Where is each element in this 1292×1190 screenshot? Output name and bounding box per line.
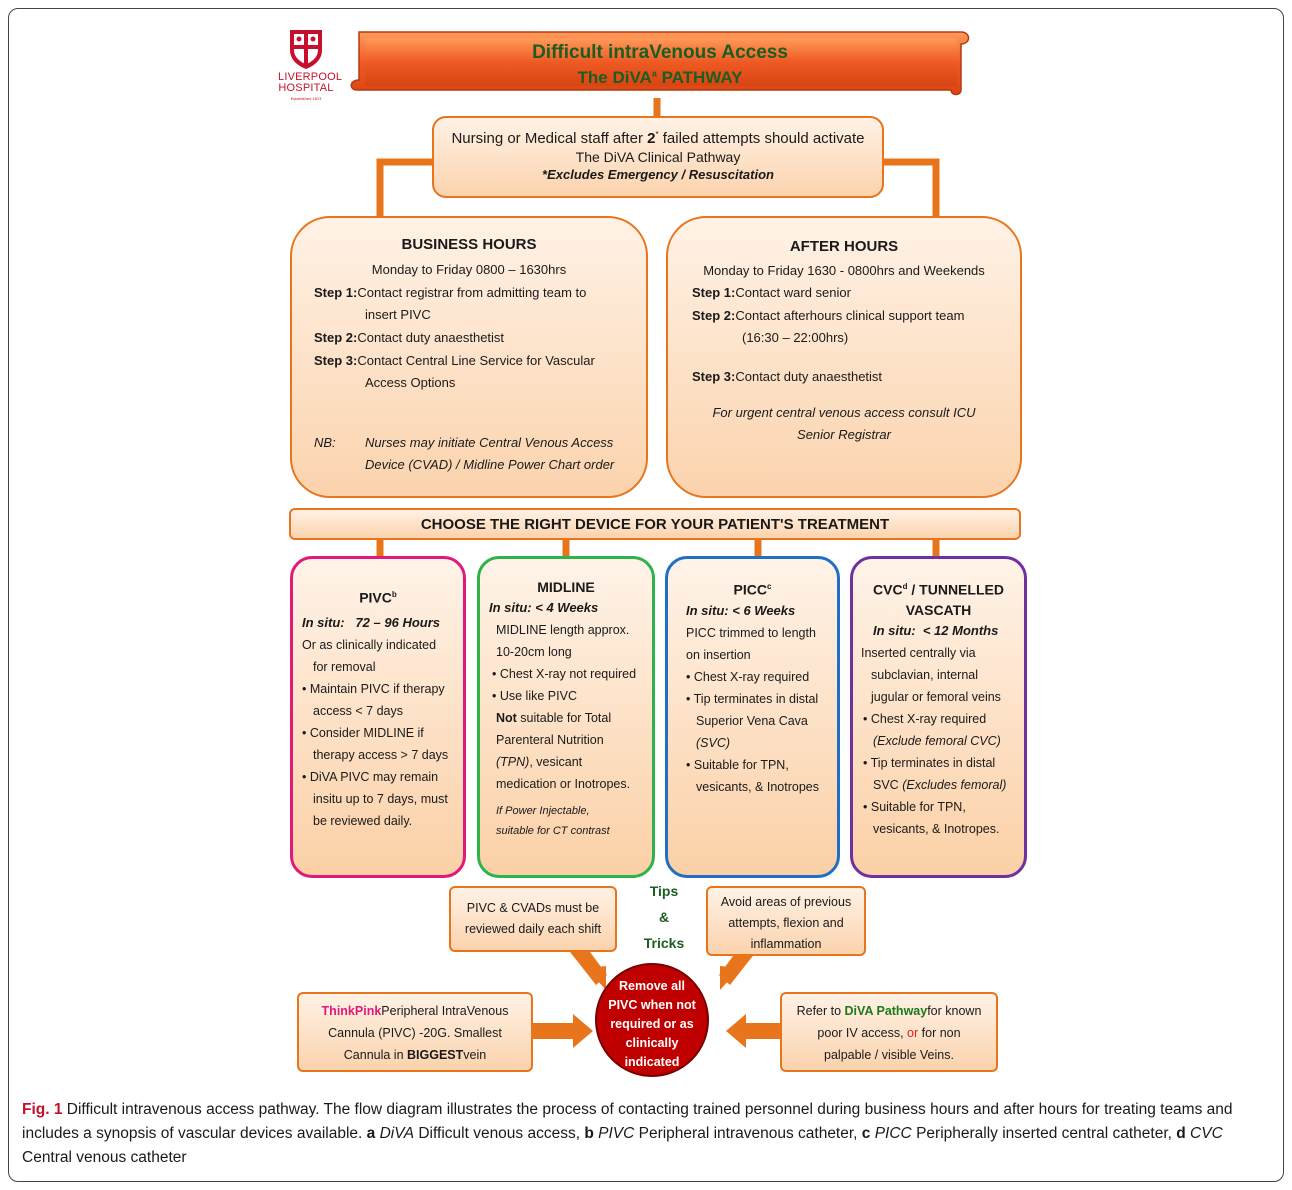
pivc-line: access < 7 days (313, 703, 403, 718)
after-hours-box: AFTER HOURS Monday to Friday 1630 - 0800… (666, 216, 1022, 498)
device-midline-box: MIDLINE In situ: < 4 Weeks MIDLINE lengt… (477, 556, 655, 878)
cvc-line: jugular or femoral veins (871, 689, 1001, 704)
picc-line: vesicants, & Inotropes (696, 779, 819, 794)
figure-caption: Fig. 1 Difficult intravenous access path… (22, 1101, 1233, 1166)
cvc-line: SVC (Excludes femoral) (873, 777, 1007, 792)
device-picc-insitu: In situ: < 6 Weeks (686, 602, 796, 618)
pathway-title: Difficult intraVenous Access (532, 42, 788, 63)
after-step-2: Step 2:Contact afterhours clinical suppo… (692, 308, 965, 345)
midline-note: If Power Injectable,suitable for CT cont… (496, 805, 610, 837)
logo-text: LIVERPOOL HOSPITAL (278, 71, 343, 94)
device-pivc-insitu: In situ: 72 – 96 Hours (302, 614, 440, 630)
logo-line1: LIVERPOOL (278, 71, 343, 83)
logo-established: Established 1813 (290, 96, 322, 101)
after-hours-title: AFTER HOURS (789, 238, 899, 255)
device-picc-box: PICCc In situ: < 6 Weeks PICC trimmed to… (665, 556, 840, 878)
after-step-1: Step 1:Contact ward senior (692, 285, 851, 300)
picc-bullet: Suitable for TPN, (668, 754, 837, 776)
picc-bullet: Chest X-ray required (668, 666, 837, 688)
device-pivc-box: PIVCb In situ: 72 – 96 Hours Or as clini… (290, 556, 466, 878)
activate-exclusion: *Excludes Emergency / Resuscitation (542, 167, 774, 182)
device-cvc-insitu: In situ: < 12 Months (873, 622, 999, 638)
logo-line2: HOSPITAL (278, 82, 334, 94)
refer-box: Refer to DiVA Pathwayfor known poor IV a… (780, 992, 998, 1072)
cvc-bullet: Tip terminates in distal (853, 752, 1024, 774)
midline-bullet: Use like PIVC (480, 685, 652, 707)
midline-line: medication or Inotropes. (496, 777, 631, 791)
nb-label: NB: (314, 435, 336, 450)
arrow-group (533, 952, 780, 1048)
device-midline-title: MIDLINE (537, 579, 595, 595)
device-midline-insitu: In situ: < 4 Weeks (489, 600, 599, 615)
activate-line1: Nursing or Medical staff after 2* failed… (451, 130, 865, 147)
picc-line: Superior Vena Cava (696, 713, 808, 728)
thinkpink-brand: ThinkPink (321, 1004, 382, 1018)
midline-line: 10-20cm long (496, 645, 572, 659)
picc-line: PICC trimmed to length (686, 625, 816, 640)
device-picc-title: PICCc (733, 581, 772, 598)
scroll-banner-icon (350, 31, 970, 96)
activate-box: Nursing or Medical staff after 2* failed… (432, 116, 884, 198)
pivc-bullet: Consider MIDLINE if (293, 722, 463, 744)
business-hours-box: BUSINESS HOURS Monday to Friday 0800 – 1… (290, 216, 648, 498)
business-hours-title: BUSINESS HOURS (401, 236, 537, 253)
after-step-3: Step 3:Contact duty anaesthetist (692, 369, 883, 384)
device-pivc-title: PIVCb (359, 589, 397, 606)
pivc-bullet: Maintain PIVC if therapy (293, 678, 463, 700)
thinkpink-box: ThinkPinkPeripheral IntraVenous Cannula … (297, 992, 533, 1072)
pivc-line: insitu up to 7 days, must (313, 791, 448, 806)
activate-line2: The DiVA Clinical Pathway (575, 149, 741, 165)
midline-line: (TPN), vesicant (496, 755, 583, 769)
hospital-logo: LIVERPOOL HOSPITAL Established 1813 (278, 28, 343, 104)
midline-bullet: Chest X-ray not required (480, 663, 652, 685)
after-hours-time: Monday to Friday 1630 - 0800hrs and Week… (703, 263, 985, 278)
cvc-line: subclavian, internal (871, 667, 979, 682)
midline-line: Parenteral Nutrition (496, 733, 604, 747)
pivc-line: therapy access > 7 days (313, 747, 449, 762)
pivc-line: for removal (313, 659, 376, 674)
title-banner: Difficult intraVenous Access The DiVAa P… (345, 28, 975, 98)
business-step-3: Step 3:Contact Central Line Service for … (314, 353, 595, 390)
pivc-bullet: DiVA PIVC may remain (293, 766, 463, 788)
figure-frame (8, 8, 1284, 1182)
picc-line: (SVC) (696, 735, 731, 750)
midline-line: Not suitable for Total (496, 711, 612, 725)
midline-line: MIDLINE length approx. (496, 623, 630, 637)
picc-line: on insertion (686, 647, 751, 662)
cvc-bullet: Suitable for TPN, (853, 796, 1024, 818)
crest-icon (290, 30, 322, 69)
cvc-line: Inserted centrally via (861, 645, 976, 660)
cvc-bullet: Chest X-ray required (853, 708, 1024, 730)
business-hours-time: Monday to Friday 0800 – 1630hrs (371, 262, 567, 277)
pivc-line: Or as clinically indicated (302, 637, 437, 652)
urgent-note: For urgent central venous access consult… (712, 405, 976, 442)
nb-note: Nurses may initiate Central Venous Acces… (365, 435, 615, 472)
business-step-1: Step 1:Contact registrar from admitting … (314, 285, 587, 322)
cvc-line: vesicants, & Inotropes. (873, 821, 1000, 836)
cvc-line: (Exclude femoral CVC) (873, 733, 1001, 748)
choose-device-bar: CHOOSE THE RIGHT DEVICE FOR YOUR PATIENT… (289, 508, 1021, 540)
picc-bullet: Tip terminates in distal (668, 688, 837, 710)
pathway-subtitle: The DiVAa PATHWAY (577, 68, 743, 87)
pivc-line: be reviewed daily. (313, 813, 413, 828)
tips-tricks-label: Tips&Tricks (643, 883, 685, 951)
business-step-2: Step 2:Contact duty anaesthetist (314, 330, 505, 345)
